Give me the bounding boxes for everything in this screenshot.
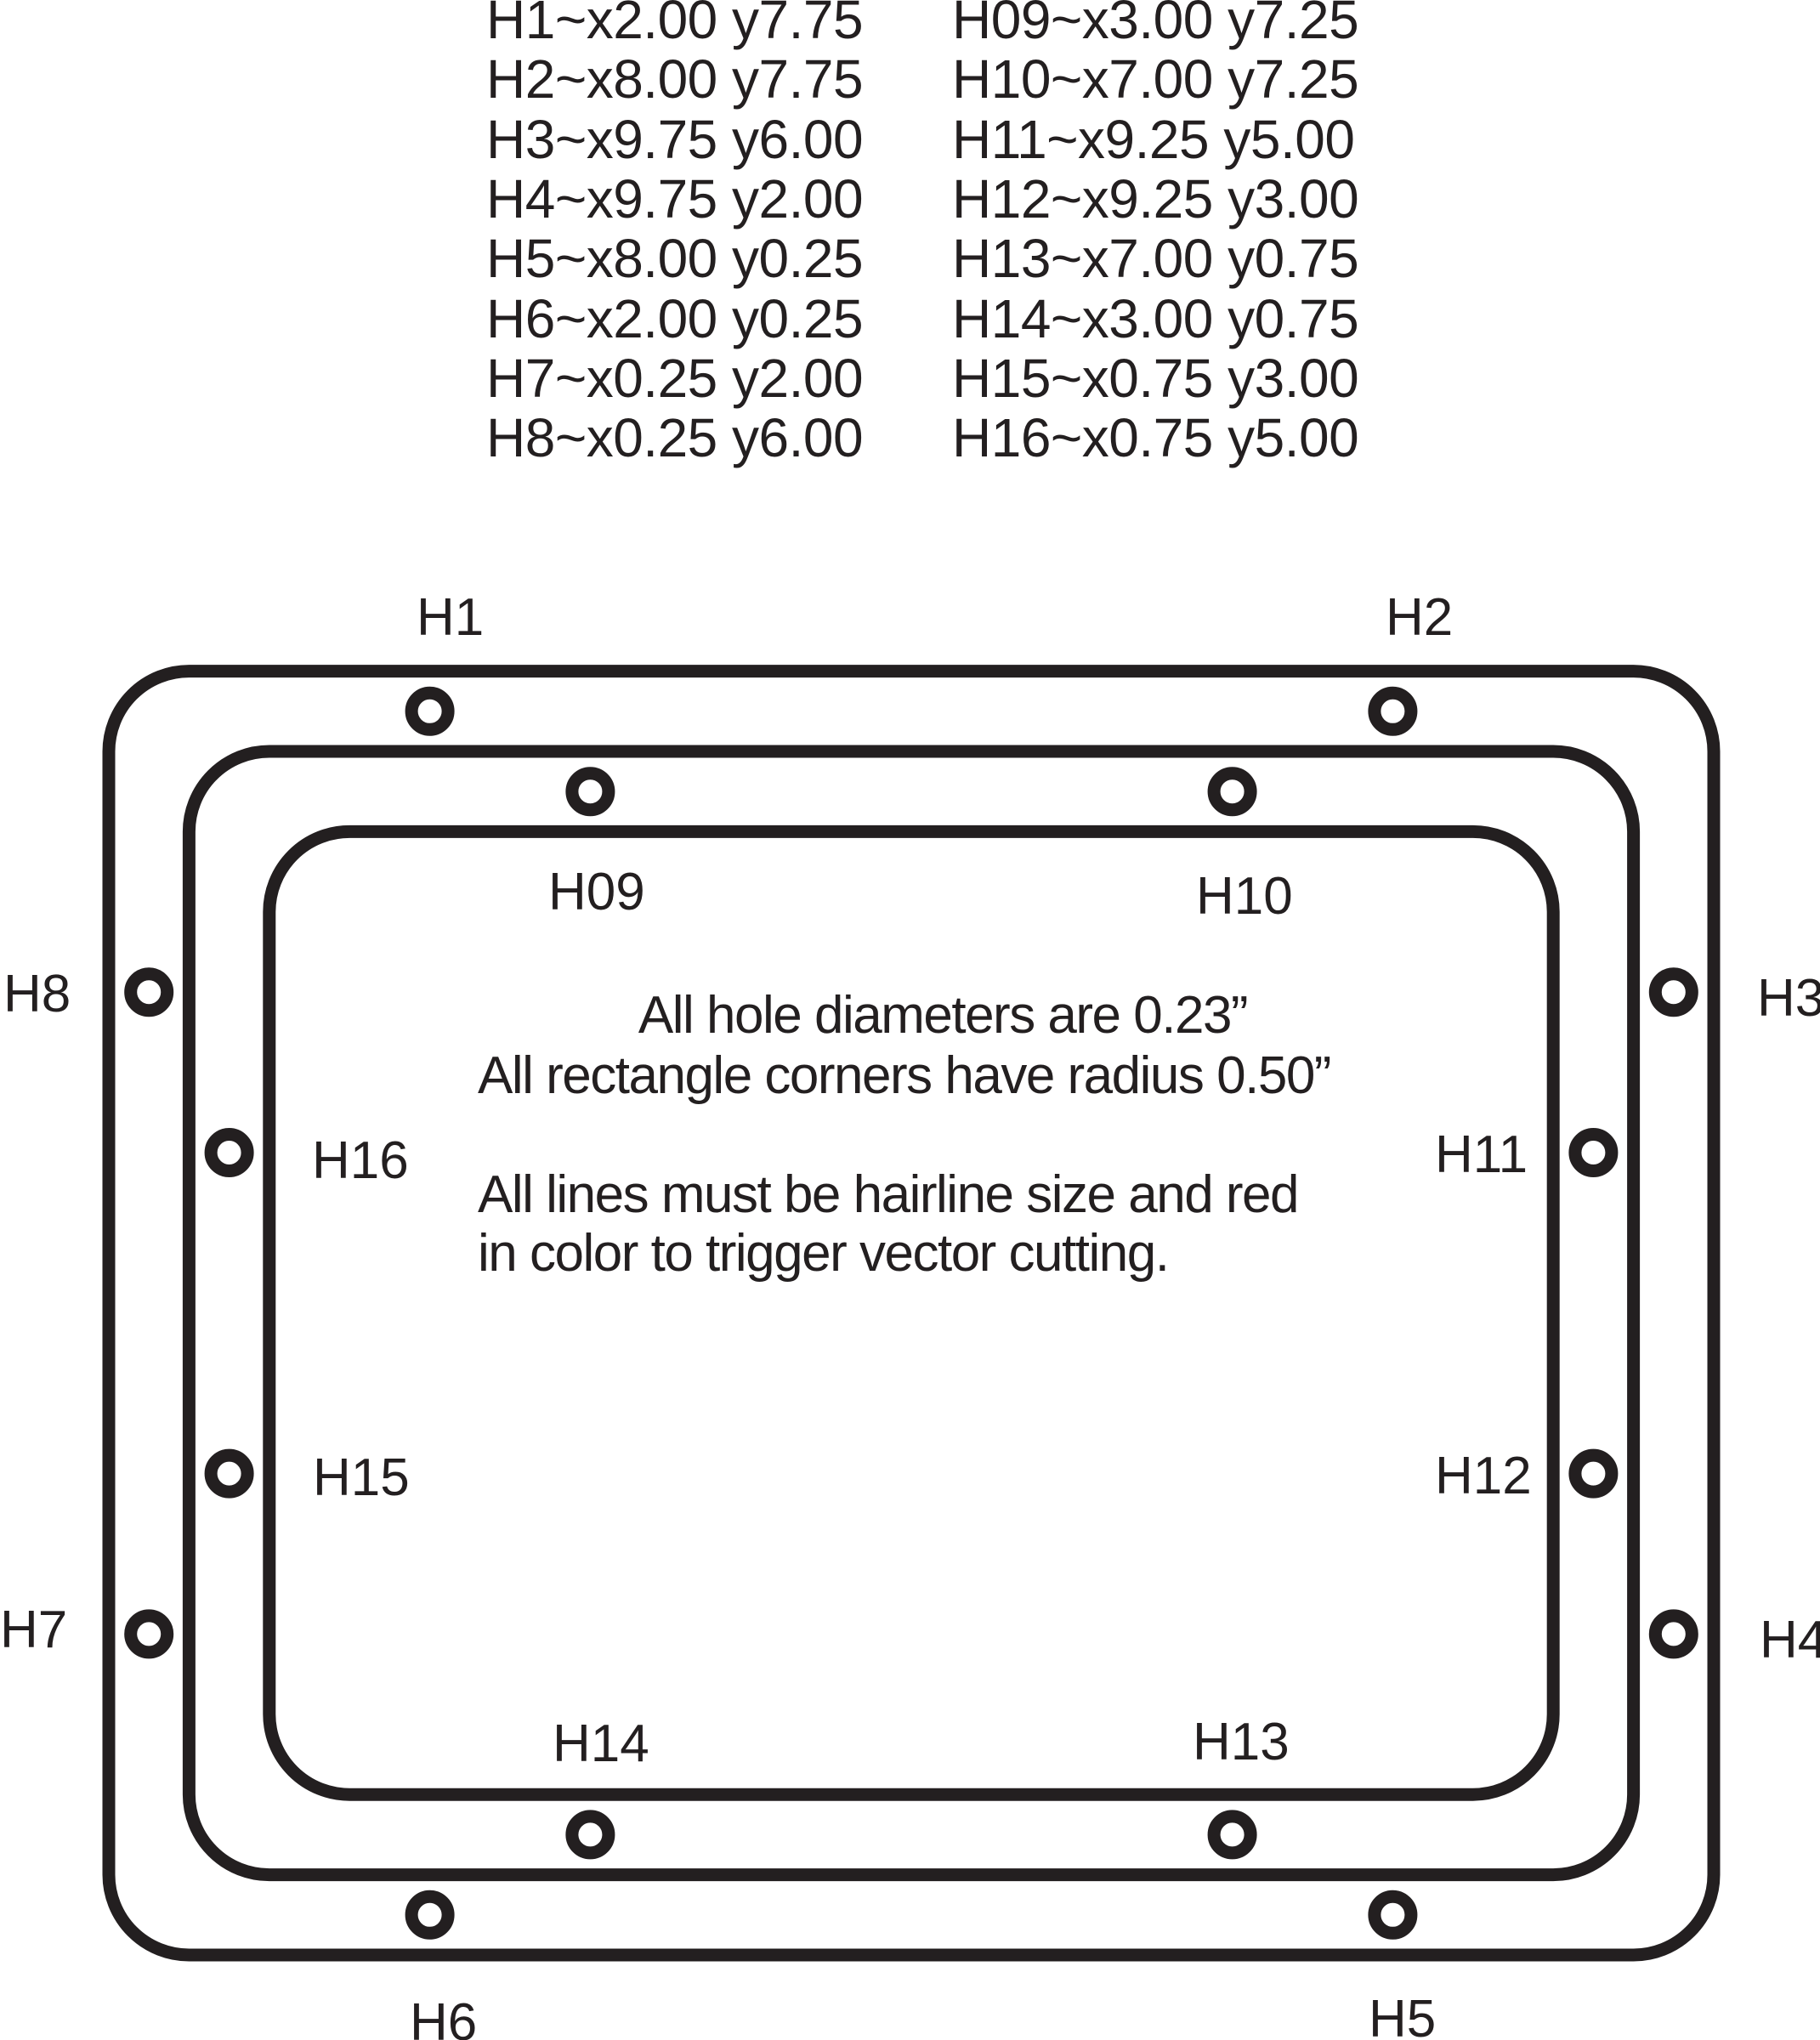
middle-rectangle [182,745,1641,1882]
hole-h16 [204,1128,254,1177]
outer-rectangle [102,665,1721,1962]
hole-spec-column-2: H09~x3.00 y7.25 H10~x7.00 y7.25 H11~x9.2… [952,0,1359,468]
hole-label-h14: H14 [553,1714,649,1773]
spec-row: H10~x7.00 y7.25 [952,48,1358,110]
hole-h09 [565,767,615,817]
hole-h15 [204,1448,254,1499]
hole-h2 [1368,686,1418,736]
hole-h7 [124,1609,174,1659]
hole-label-h3: H3 [1757,969,1820,1028]
spec-row: H15~x0.75 y3.00 [952,348,1358,409]
spec-row: H13~x7.00 y0.75 [952,228,1358,289]
cut-rectangles [102,665,1721,1962]
hole-label-h09: H09 [548,863,645,921]
spec-row: H2~x8.00 y7.75 [486,48,863,110]
spec-row: H12~x9.25 y3.00 [952,168,1358,230]
note-line-requirement: All lines must be hairline size and red [478,1165,1298,1224]
hole-label-h10: H10 [1196,867,1293,926]
hole-spec-table: H1~x2.00 y7.75 H2~x8.00 y7.75 H3~x9.75 y… [486,0,1359,468]
hole-h8 [124,967,174,1017]
spec-row: H4~x9.75 y2.00 [486,168,863,230]
note-hole-diameter: All hole diameters are 0.23” [638,986,1247,1045]
spec-row: H09~x3.00 y7.25 [952,0,1358,50]
hole-label-h4: H4 [1760,1611,1820,1669]
spec-row: H14~x3.00 y0.75 [952,288,1358,349]
hole-label-h2: H2 [1386,588,1453,647]
hole-h5 [1368,1890,1418,1940]
hole-h11 [1568,1128,1619,1177]
spec-row: H5~x8.00 y0.25 [486,228,863,289]
hole-h3 [1648,967,1698,1017]
spec-row: H1~x2.00 y7.75 [486,0,863,50]
drawing-notes: All hole diameters are 0.23” All rectang… [478,986,1331,1283]
spec-row: H16~x0.75 y5.00 [952,407,1358,468]
hole-spec-column-1: H1~x2.00 y7.75 H2~x8.00 y7.75 H3~x9.75 y… [486,0,864,468]
hole-h4 [1648,1609,1698,1659]
hole-h14 [565,1810,615,1860]
hole-label-h16: H16 [312,1131,409,1190]
hole-label-h15: H15 [313,1448,410,1507]
mounting-holes [124,686,1698,1940]
hole-h12 [1568,1448,1619,1499]
spec-row: H11~x9.25 y5.00 [952,109,1354,170]
hole-label-h12: H12 [1435,1447,1532,1505]
spec-row: H8~x0.25 y6.00 [486,407,863,468]
hole-label-h11: H11 [1435,1125,1528,1184]
hole-h6 [405,1890,455,1940]
hole-label-h1: H1 [417,588,484,647]
hole-label-h13: H13 [1193,1713,1290,1771]
hole-h13 [1207,1810,1257,1860]
hole-label-h8: H8 [3,965,71,1023]
note-line-requirement-cont: in color to trigger vector cutting. [478,1224,1168,1283]
hole-h10 [1207,767,1257,817]
hole-label-h6: H6 [410,1993,477,2040]
hole-label-h7: H7 [0,1601,67,1659]
spec-row: H7~x0.25 y2.00 [486,348,863,409]
spec-row: H6~x2.00 y0.25 [486,288,863,349]
hole-label-h5: H5 [1369,1990,1436,2040]
hole-h1 [405,686,455,736]
inner-rectangle [263,824,1560,1801]
note-corner-radius: All rectangle corners have radius 0.50” [478,1046,1330,1105]
spec-row: H3~x9.75 y6.00 [486,109,863,170]
